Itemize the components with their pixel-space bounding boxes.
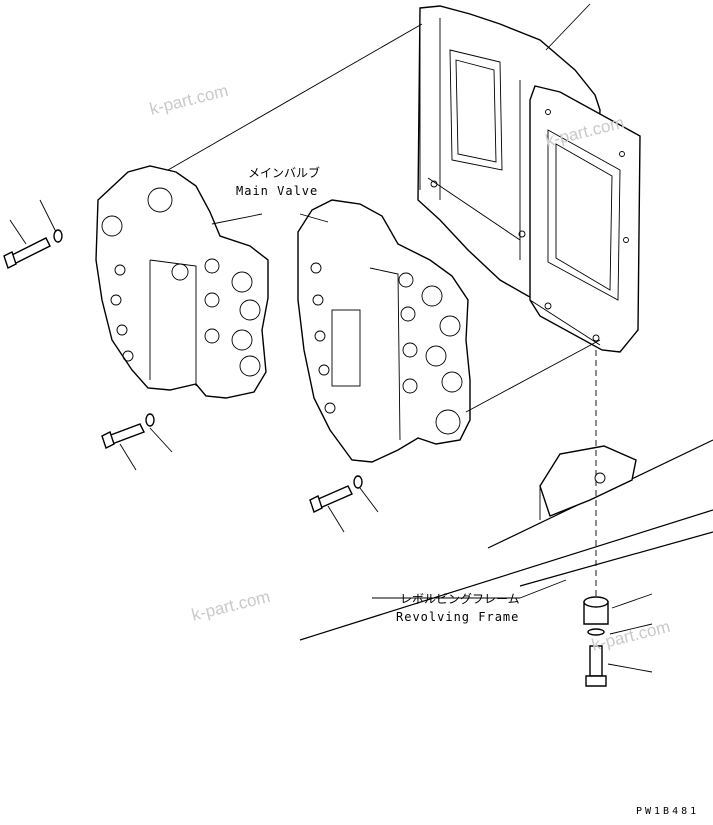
leader-bracket: [545, 3, 591, 51]
drawing-code: PW1B481: [636, 806, 700, 817]
frame-label-en: Revolving Frame: [396, 610, 520, 624]
main-valve-label-en: Main Valve: [236, 184, 319, 198]
leader-main-valve-right: [299, 213, 329, 223]
bracket-plate: [529, 85, 641, 353]
leader-frame-end: [519, 579, 567, 599]
main-valve-label-jp: メインバルブ: [248, 166, 321, 180]
leader-main-valve-left: [211, 213, 263, 225]
frame-label-jp: レボルビングフレーム: [400, 592, 520, 606]
leader-valve-left-bracket: [167, 23, 423, 171]
leader-valve-right-bracket: [465, 339, 601, 413]
bolt-lower-left: [101, 413, 173, 471]
main-valve-left: [95, 165, 269, 399]
bolt-lower-right: [309, 475, 379, 533]
revolving-frame: [299, 439, 713, 641]
spacer-stack: [583, 593, 653, 687]
main-valve-right: [297, 199, 471, 463]
bolt-upper-left: [3, 199, 63, 269]
